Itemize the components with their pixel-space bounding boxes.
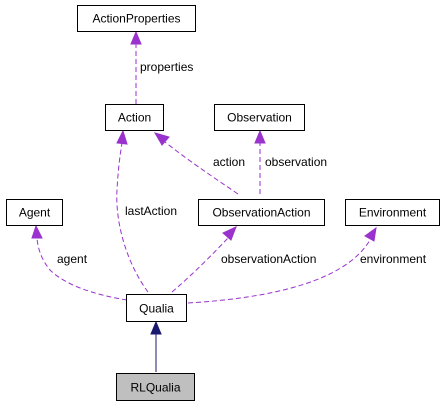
node-environment[interactable]: Environment	[345, 199, 440, 226]
edge-label-observation: observation	[265, 155, 327, 169]
edge-label-observation-action: observationAction	[221, 252, 316, 266]
edge-agent-arrowhead	[31, 224, 43, 239]
edge-agent-line	[36, 237, 128, 301]
edge-observation-action-arrowhead	[222, 226, 237, 241]
node-rl-qualia[interactable]: RLQualia	[116, 373, 195, 401]
edge-environment-line	[187, 239, 371, 304]
node-label-agent: Agent	[19, 206, 51, 220]
edge-properties: properties	[130, 30, 193, 104]
node-label-environment: Environment	[359, 206, 427, 220]
edge-observation: observation	[254, 129, 327, 194]
edge-agent: agent	[31, 224, 128, 301]
node-observation[interactable]: Observation	[214, 104, 305, 131]
edge-environment: environment	[187, 226, 427, 304]
node-action-properties[interactable]: ActionProperties	[77, 5, 196, 32]
node-label-qualia: Qualia	[139, 302, 174, 316]
edge-label-properties: properties	[140, 60, 193, 74]
edge-last-action-line	[116, 142, 149, 293]
node-label-observation: Observation	[227, 111, 292, 125]
edge-observation-action-line	[171, 237, 229, 293]
edge-label-environment: environment	[360, 252, 427, 266]
edge-properties-arrowhead	[130, 30, 142, 45]
edge-action-arrowhead	[153, 132, 170, 146]
node-label-action: Action	[118, 111, 151, 125]
edge-label-agent: agent	[57, 252, 88, 266]
node-qualia[interactable]: Qualia	[126, 294, 187, 322]
edge-action-line	[164, 141, 239, 195]
node-label-action-properties: ActionProperties	[92, 12, 180, 26]
edge-environment-arrowhead	[364, 226, 377, 242]
edge-inheritance-arrowhead	[150, 320, 162, 335]
edge-last-action-arrowhead	[116, 129, 128, 145]
node-agent[interactable]: Agent	[6, 199, 63, 226]
node-action[interactable]: Action	[105, 104, 164, 131]
edge-label-action: action	[213, 155, 245, 169]
edge-observation-arrowhead	[254, 129, 266, 144]
edge-last-action: lastAction	[116, 129, 177, 293]
edge-action: action	[153, 132, 245, 195]
node-label-observation-action: ObservationAction	[212, 206, 310, 220]
edge-label-last-action: lastAction	[125, 204, 177, 218]
node-observation-action[interactable]: ObservationAction	[198, 199, 325, 226]
edge-observation-action: observationAction	[171, 226, 316, 293]
edge-inheritance	[150, 320, 162, 372]
node-label-rl-qualia: RLQualia	[130, 381, 180, 395]
